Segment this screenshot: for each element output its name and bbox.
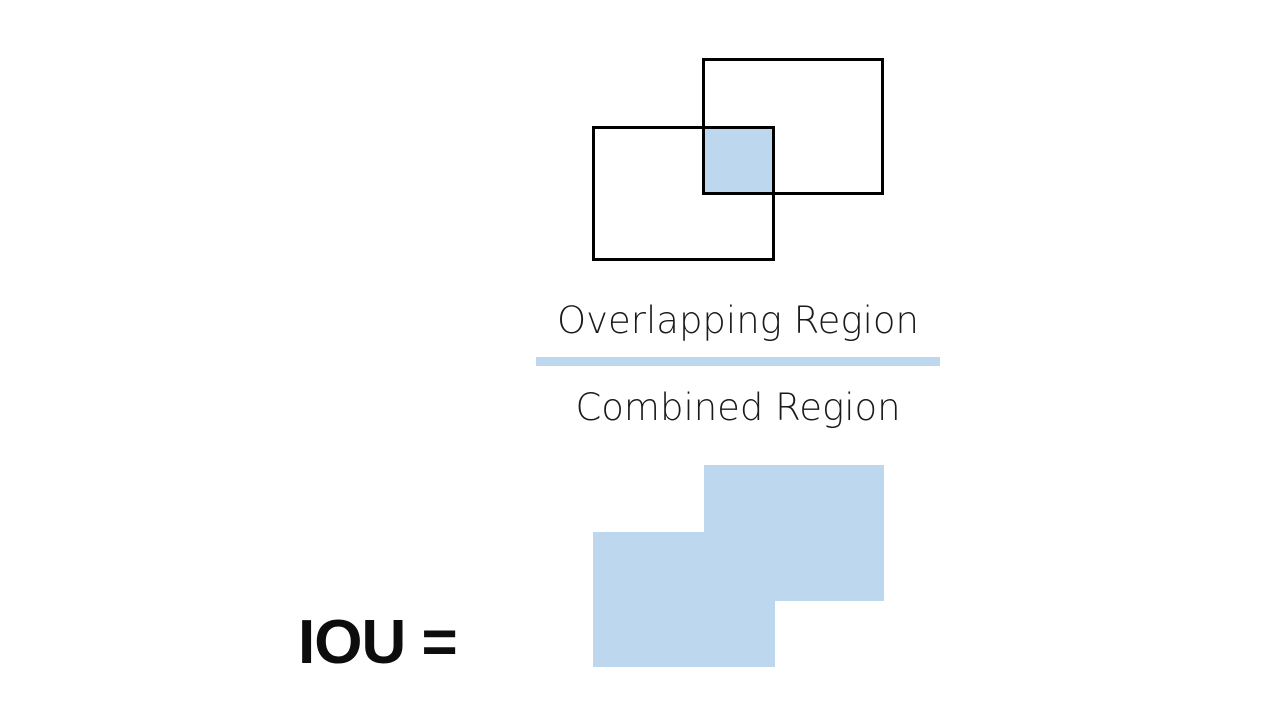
iou-equals-label: IOU = xyxy=(298,608,458,677)
fraction-numerator: Overlapping Region xyxy=(557,299,919,342)
intersection-left-edge xyxy=(702,126,705,195)
overlapping-boxes-figure xyxy=(0,0,1280,290)
overlapping-region-shaded xyxy=(704,128,773,192)
union-lower-left-block xyxy=(593,532,775,667)
fraction-denominator: Combined Region xyxy=(575,386,901,429)
iou-formula: IOU = Overlapping Region Combined Region xyxy=(0,282,1280,674)
fraction-bar xyxy=(536,357,940,366)
intersection-bottom-edge xyxy=(702,192,775,195)
intersection-right-edge xyxy=(772,126,775,195)
intersection-top-edge xyxy=(702,126,775,129)
